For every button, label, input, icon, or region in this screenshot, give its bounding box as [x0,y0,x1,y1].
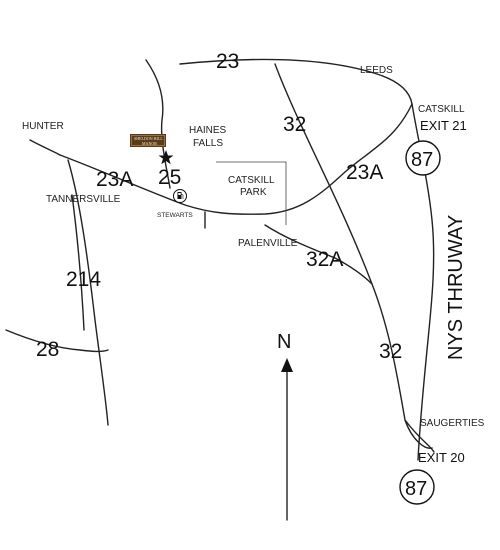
route-214-secondary-road [71,194,85,331]
route-23a-east-label: 23A [346,161,383,184]
route-32a-label: 32A [306,248,343,271]
north-label: N [277,331,291,353]
exit-21-label: EXIT 21 [420,118,467,133]
route-23a-road [59,103,413,215]
saugerties-label: SAUGERTIES [420,418,485,429]
palenville-label: PALENVILLE [238,238,298,249]
logo-text-line1: SHELDON HILL [134,136,163,141]
route-23a-west-label: 23A [96,168,133,191]
route-23a-west-road [29,139,61,156]
route-32-road [274,63,433,449]
gas-pump-icon [173,189,187,203]
nys-thruway-label: NYS THRUWAY [445,215,467,360]
route-23-road [179,58,413,105]
catskill-park-label-line2: PARK [240,187,267,198]
hunter-label: HUNTER [22,121,64,132]
haines-falls-label-line2: FALLS [193,138,223,149]
i87-north-label: 87 [411,149,433,171]
route-32-south-label: 32 [379,340,402,363]
i87-south-label: 87 [405,478,427,500]
catskill-park-label-line1: CATSKILL [228,175,275,186]
stewarts-label: STEWARTS [157,212,193,219]
i87-south-shield [399,469,435,505]
saugerties-connector-road [404,419,435,453]
route-23-label: 23 [216,50,239,73]
north-arrow-head [281,358,293,372]
i87-north-shield [405,140,441,176]
route-28-label: 28 [36,338,59,361]
route-28-road [5,329,109,353]
route-214-road [67,159,109,426]
haines-falls-label-line1: HAINES [189,125,227,136]
route-32-north-label: 32 [283,113,306,136]
catskill-label: CATSKILL [418,104,465,115]
route-25-road [145,59,171,189]
route-25-label: 25 [158,166,181,189]
star-icon [158,150,174,165]
logo-text-line2: MANOR [142,141,157,146]
catskill-park-boundary [216,161,287,225]
route-32a-road [264,224,373,285]
manor-logo-icon: SHELDON HILL MANOR [130,134,166,147]
route-214-label: 214 [66,268,101,291]
exit-20-label: EXIT 20 [418,450,465,465]
leeds-label: LEEDS [360,65,393,76]
tannersville-label: TANNERSVILLE [46,194,121,205]
